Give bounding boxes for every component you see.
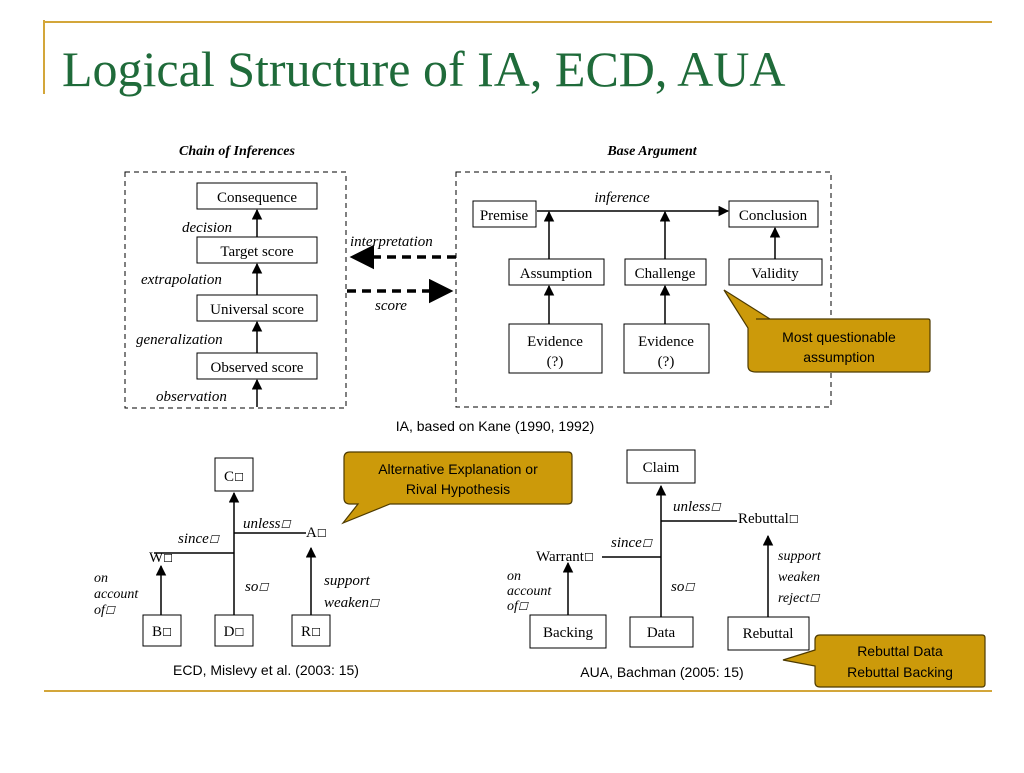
chain-heading: Chain of Inferences [179, 144, 295, 159]
label-score: score [375, 298, 407, 314]
node-evidence-2 [623, 323, 710, 374]
aua-node-claim [626, 449, 696, 484]
ecd-node-c-label: C☐ [224, 469, 244, 485]
ecd-label-on: on [94, 571, 108, 586]
node-premise [472, 200, 537, 228]
node-observed-score [196, 352, 318, 380]
aua-label-since: since☐ [611, 535, 653, 551]
label-observation: observation [156, 389, 227, 405]
aua-label-unless: unless☐ [673, 499, 722, 515]
aua-node-data-label: Data [647, 625, 676, 641]
node-evidence-1-q: (?) [547, 354, 564, 370]
ecd-label-since: since☐ [178, 531, 220, 547]
node-consequence [196, 182, 318, 210]
aua-node-backing-label: Backing [543, 625, 593, 641]
ecd-node-d [214, 614, 254, 647]
aua-label-reject: reject☐ [778, 591, 820, 606]
aua-label-support: support [778, 549, 822, 564]
ecd-node-r [291, 614, 331, 647]
node-evidence-2-q: (?) [658, 354, 675, 370]
aua-node-rebuttal [727, 616, 810, 651]
aua-label-weaken: weaken [778, 570, 820, 585]
node-evidence-1-label: Evidence [527, 334, 583, 350]
caption-ia: IA, based on Kane (1990, 1992) [396, 418, 594, 434]
label-decision: decision [182, 220, 232, 236]
ecd-node-b [142, 614, 182, 647]
ecd-node-a: A☐ [306, 525, 327, 541]
label-interpretation: interpretation [350, 234, 433, 250]
node-universal-score-label: Universal score [210, 302, 304, 318]
ecd-node-d-label: D☐ [224, 624, 245, 640]
callout-rebuttal-line1: Rebuttal Data [857, 643, 943, 659]
aua-node-backing [529, 614, 607, 649]
aua-node-rebuttal-label: Rebuttal [743, 626, 794, 642]
aua-label-of: of☐ [507, 599, 529, 614]
node-validity-label: Validity [751, 266, 799, 282]
callout-rebuttal-line2: Rebuttal Backing [847, 664, 953, 680]
node-premise-label: Premise [480, 208, 529, 224]
aua-node-data [629, 616, 694, 648]
ecd-node-w: W☐ [149, 550, 173, 566]
callout-alternative-line1: Alternative Explanation or [378, 461, 538, 477]
chain-frame [124, 171, 347, 409]
label-inference: inference [594, 190, 650, 206]
node-challenge-label: Challenge [635, 266, 696, 282]
node-validity [728, 258, 823, 286]
ecd-label-weaken: weaken☐ [324, 595, 380, 611]
ecd-label-so: so☐ [245, 579, 269, 595]
node-observed-score-label: Observed score [211, 360, 304, 376]
node-conclusion-label: Conclusion [739, 208, 808, 224]
callout-questionable-line2: assumption [803, 349, 875, 365]
ecd-node-r-label: R☐ [301, 624, 321, 640]
node-evidence-2-label: Evidence [638, 334, 694, 350]
callout-alternative [341, 451, 573, 525]
aua-node-warrant: Warrant☐ [536, 549, 594, 565]
aua-label-so: so☐ [671, 579, 695, 595]
label-generalization: generalization [136, 332, 223, 348]
callout-rebuttal [782, 634, 986, 688]
node-evidence-1 [508, 323, 603, 374]
aua-label-on: on [507, 569, 521, 584]
callout-alternative-line2: Rival Hypothesis [406, 481, 510, 497]
aua-label-account: account [507, 584, 552, 599]
node-conclusion [728, 200, 819, 228]
base-frame [455, 171, 832, 408]
ecd-label-account: account [94, 587, 139, 602]
ecd-label-of: of☐ [94, 603, 116, 618]
node-assumption-label: Assumption [520, 266, 593, 282]
node-target-score-label: Target score [220, 244, 294, 260]
callout-questionable-line1: Most questionable [782, 329, 896, 345]
aua-node-rebuttal-top: Rebuttal☐ [738, 511, 799, 527]
ecd-node-b-label: B☐ [152, 624, 172, 640]
node-assumption [508, 258, 605, 286]
ecd-label-support: support [324, 573, 371, 589]
node-consequence-label: Consequence [217, 190, 297, 206]
base-heading: Base Argument [606, 144, 697, 159]
slide-title: Logical Structure of IA, ECD, AUA [62, 41, 786, 97]
callout-questionable [723, 289, 931, 373]
ecd-node-c [214, 457, 254, 492]
aua-node-claim-label: Claim [643, 460, 680, 476]
ecd-label-unless: unless☐ [243, 516, 292, 532]
caption-ecd: ECD, Mislevy et al. (2003: 15) [173, 662, 359, 678]
label-extrapolation: extrapolation [141, 272, 222, 288]
caption-aua: AUA, Bachman (2005: 15) [580, 664, 743, 680]
